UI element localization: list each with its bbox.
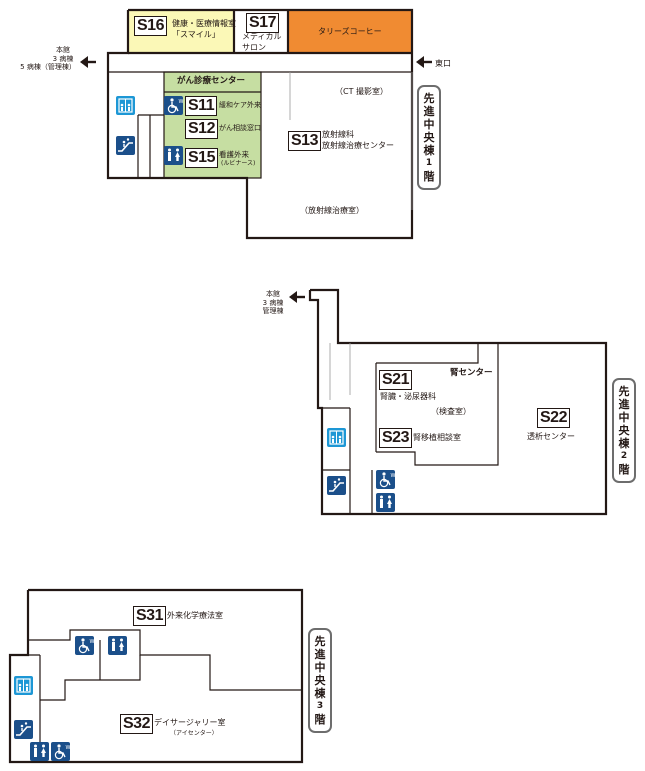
s22-label: 透析センター	[527, 432, 575, 441]
floor2-left-exit-label: 本館 3 病棟 管理棟	[262, 290, 284, 315]
s15-code: S15	[185, 148, 218, 168]
floor1-left-exit-label: 本館 3 病棟	[52, 46, 74, 63]
s12-label: がん相談窓口	[219, 124, 261, 132]
s13-label: 放射線科 放射線治療センター	[322, 130, 394, 150]
ct-room-label: （CT 撮影室）	[335, 87, 389, 96]
s21-code: S21	[379, 370, 412, 390]
s32-label: デイサージャリー室	[154, 718, 226, 727]
s17-code: S17	[246, 13, 279, 33]
s32-code: S32	[120, 714, 153, 734]
elevator-icon	[14, 676, 33, 695]
s32-sub: （アイセンター）	[170, 730, 218, 737]
escalator-icon	[327, 476, 346, 495]
s13-code: S13	[288, 131, 321, 151]
accessible-toilet-icon: WC	[164, 96, 183, 115]
escalator-icon	[14, 720, 33, 739]
s22-code: S22	[537, 408, 570, 428]
kidney-center-title: 腎センター	[450, 368, 493, 378]
s16-label: 健康・医療情報室 「スマイル」	[172, 19, 236, 39]
s31-code: S31	[133, 606, 166, 626]
east-entrance-label: 東口	[435, 59, 451, 68]
s31-label: 外来化学療法室	[167, 611, 223, 620]
s23-code: S23	[379, 428, 412, 448]
exam-room-label: （検査室）	[431, 407, 471, 416]
s11-code: S11	[185, 96, 218, 116]
s16-code: S16	[134, 16, 167, 36]
accessible-toilet-icon: WC	[376, 470, 395, 489]
tullys-fill	[288, 10, 412, 53]
svg-text:WC: WC	[391, 473, 396, 479]
s17-label: メディカル サロン	[242, 32, 282, 52]
escalator-icon	[116, 136, 135, 155]
s12-code: S12	[185, 119, 218, 139]
cancer-center-title: がん診療センター	[177, 76, 246, 86]
accessible-toilet-icon: WC	[51, 742, 70, 761]
restroom-icon	[164, 146, 183, 165]
restroom-icon	[108, 636, 127, 655]
restroom-icon	[376, 493, 395, 512]
accessible-toilet-icon: WC	[75, 636, 94, 655]
svg-text:WC: WC	[179, 99, 184, 105]
elevator-icon	[116, 96, 135, 115]
elevator-icon	[327, 428, 346, 447]
s21-label: 腎臓・泌尿器科	[380, 392, 436, 401]
svg-text:WC: WC	[66, 745, 71, 751]
floor1-left-exit-label-2: 5 病棟（管理棟）	[20, 63, 76, 71]
radiation-room-label: （放射線治療室）	[300, 206, 364, 215]
svg-text:WC: WC	[90, 639, 95, 645]
s23-label: 腎移植相談室	[413, 433, 461, 442]
s15-sub: (ルビナース)	[221, 160, 256, 167]
floor2-outer	[308, 288, 608, 516]
s11-label: 緩和ケア外来	[219, 101, 261, 109]
s15-label: 看護外来	[219, 150, 249, 159]
tullys-label: タリーズコーヒー	[318, 27, 382, 36]
restroom-icon	[30, 742, 49, 761]
